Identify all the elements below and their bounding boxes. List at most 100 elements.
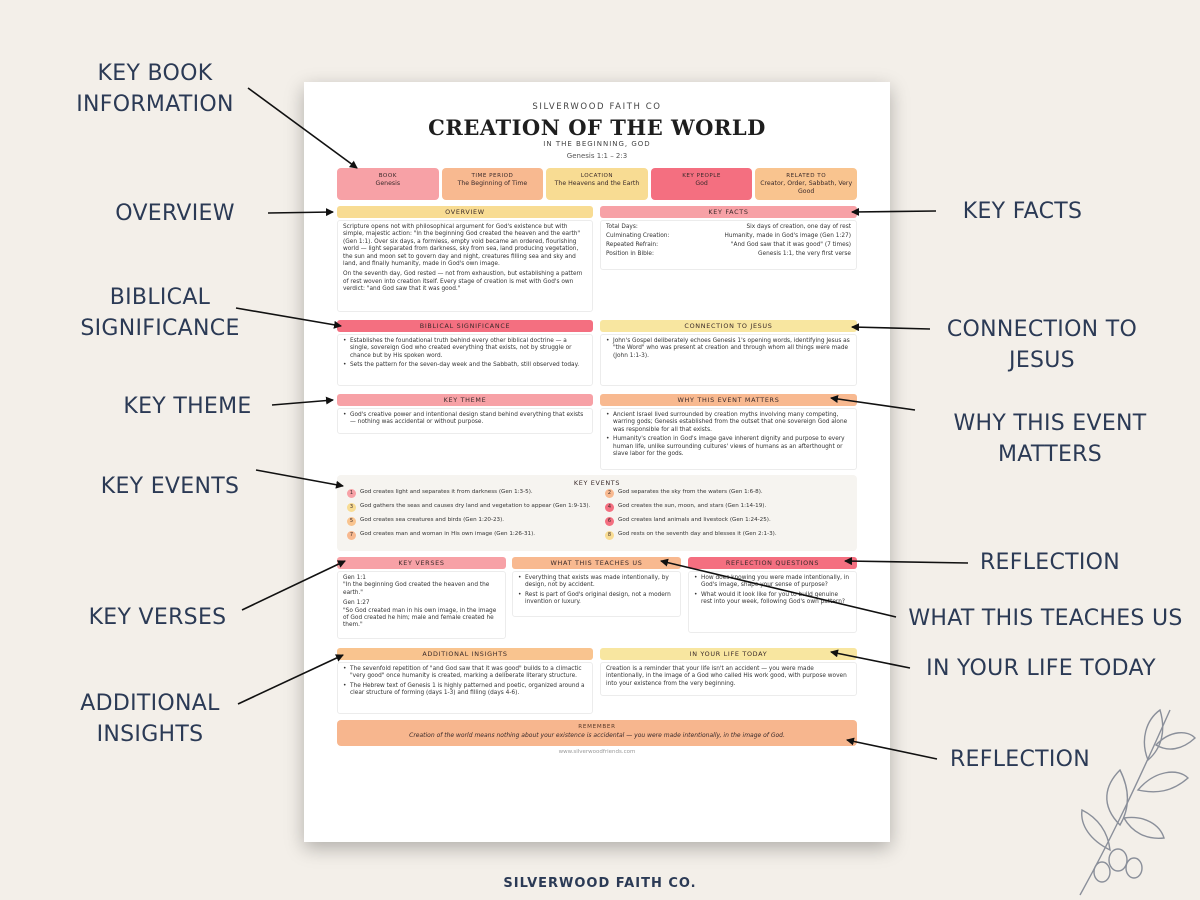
- fact-value: Six days of creation, one day of rest: [746, 224, 851, 230]
- event-item: 5 God creates sea creatures and birds (Ge…: [347, 517, 593, 529]
- event-text: God creates the sun, moon, and stars (Ge…: [618, 503, 767, 509]
- event-item: 1 God creates light and separates it from…: [347, 489, 593, 501]
- event-number: 3: [347, 503, 356, 512]
- list-item: How does knowing you were made intention…: [694, 575, 851, 590]
- event-item: 4 God creates the sun, moon, and stars (G…: [605, 503, 851, 515]
- callout-line: KEY BOOK: [97, 61, 213, 86]
- info-label: BOOK: [378, 173, 397, 179]
- list-item: Establishes the foundational truth behin…: [343, 338, 587, 360]
- info-value: The Beginning of Time: [457, 180, 528, 187]
- event-text: God creates land animals and livestock (…: [618, 517, 771, 523]
- biblical-significance-body: Establishes the foundational truth behin…: [337, 334, 593, 386]
- connection-to-jesus-body: John's Gospel deliberately echoes Genesi…: [600, 334, 857, 386]
- callout-additional-insights: ADDITIONAL INSIGHTS: [60, 688, 240, 750]
- info-box-related-to: RELATED TO Creator, Order, Sabbath, Very…: [755, 168, 857, 200]
- fact-value: Humanity, made in God's image (Gen 1:27): [724, 232, 851, 239]
- callout-line: CONNECTION TO: [946, 317, 1138, 342]
- study-sheet: SILVERWOOD FAITH CO CREATION OF THE WORL…: [304, 82, 890, 842]
- fact-row: Position in Bible:Genesis 1:1, the very …: [606, 251, 851, 258]
- list-item: Humanity's creation in God's image gave …: [606, 436, 851, 458]
- why-event-matters-body: Ancient Israel lived surrounded by creat…: [600, 408, 857, 470]
- key-book-info-row: BOOK Genesis TIME PERIOD The Beginning o…: [337, 168, 857, 200]
- why-event-matters-header: WHY THIS EVENT MATTERS: [600, 394, 857, 406]
- in-your-life-body: Creation is a reminder that your life is…: [600, 662, 857, 696]
- info-value: God: [695, 180, 708, 187]
- event-text: God creates sea creatures and birds (Gen…: [360, 517, 505, 523]
- info-box-key-people: KEY PEOPLE God: [650, 168, 753, 200]
- overview-body: Scripture opens not with philosophical a…: [337, 220, 593, 312]
- event-number: 1: [347, 489, 356, 498]
- key-events-grid: 1 God creates light and separates it from…: [347, 489, 851, 543]
- reflection-questions-body: How does knowing you were made intention…: [688, 571, 857, 633]
- fact-row: Total Days:Six days of creation, one day…: [606, 224, 851, 231]
- list-item: Everything that exists was made intentio…: [518, 575, 675, 590]
- callout-overview: OVERVIEW: [115, 201, 235, 226]
- callout-line: SIGNIFICANCE: [80, 316, 240, 341]
- info-label: KEY PEOPLE: [682, 173, 721, 179]
- event-number: 6: [605, 517, 614, 526]
- what-this-teaches-header: WHAT THIS TEACHES US: [512, 557, 681, 569]
- callout-why-event-matters: WHY THIS EVENT MATTERS: [940, 408, 1160, 470]
- fact-key: Repeated Refrain:: [606, 241, 659, 248]
- fact-value: "And God saw that it was good" (7 times): [730, 241, 851, 248]
- overview-paragraph: Scripture opens not with philosophical a…: [343, 224, 581, 268]
- event-text: God rests on the seventh day and blesses…: [618, 531, 777, 537]
- olive-branch-icon: [1079, 708, 1196, 896]
- sheet-url: www.silverwoodfriends.com: [558, 749, 636, 755]
- info-value: Creator, Order, Sabbath, Very Good: [760, 180, 853, 195]
- info-box-book: BOOK Genesis: [337, 168, 439, 200]
- list-item: What would it look like for you to build…: [694, 592, 851, 607]
- verse-ref: Gen 1:27: [343, 600, 370, 607]
- event-text: God creates light and separates it from …: [360, 489, 533, 495]
- callout-line: INFORMATION: [76, 92, 234, 117]
- callout-line: ADDITIONAL: [80, 691, 220, 716]
- remember-text: Creation of the world means nothing abou…: [409, 732, 785, 739]
- callout-line: JESUS: [1009, 348, 1075, 373]
- overview-header: OVERVIEW: [337, 206, 593, 218]
- callout-biblical-significance: BIBLICAL SIGNIFICANCE: [70, 282, 250, 344]
- remember-label: REMEMBER: [578, 724, 616, 730]
- callout-key-events: KEY EVENTS: [100, 474, 240, 499]
- key-theme-header: KEY THEME: [337, 394, 593, 406]
- fact-row: Repeated Refrain: "And God saw that it wa…: [606, 242, 851, 249]
- event-number: 4: [605, 503, 614, 512]
- callout-key-facts: KEY FACTS: [962, 199, 1083, 224]
- remember-banner: REMEMBER Creation of the world means not…: [337, 720, 857, 746]
- callout-line: WHY THIS EVENT: [953, 411, 1147, 436]
- callout-what-this-teaches-us: WHAT THIS TEACHES US: [908, 606, 1183, 631]
- callout-key-book-information: KEY BOOK INFORMATION: [60, 58, 250, 120]
- additional-insights-body: The sevenfold repetition of "and God saw…: [337, 662, 593, 714]
- list-item: The Hebrew text of Genesis 1 is highly p…: [343, 683, 587, 698]
- in-your-life-text: Creation is a reminder that your life is…: [606, 666, 847, 687]
- callout-line: INSIGHTS: [96, 722, 204, 747]
- event-number: 8: [605, 531, 614, 540]
- info-label: LOCATION: [580, 173, 614, 179]
- list-item: John's Gospel deliberately echoes Genesi…: [606, 338, 851, 360]
- list-item: Rest is part of God's original design, n…: [518, 592, 675, 607]
- info-value: Genesis: [375, 180, 401, 187]
- list-item: Sets the pattern for the seven-day week …: [343, 362, 587, 370]
- callout-reflection-bottom: REFLECTION: [949, 747, 1091, 772]
- event-number: 5: [347, 517, 356, 526]
- connection-to-jesus-header: CONNECTION TO JESUS: [600, 320, 857, 332]
- fact-row: Culminating Creation:Humanity, made in G…: [606, 233, 851, 240]
- verse-text: "So God created man in his own image, in…: [343, 607, 497, 629]
- key-facts-body: Total Days:Six days of creation, one day…: [600, 220, 857, 270]
- event-text: God creates man and woman in His own ima…: [360, 531, 536, 537]
- list-item: Ancient Israel lived surrounded by creat…: [606, 412, 851, 434]
- event-text: God separates the sky from the waters (G…: [618, 489, 763, 495]
- additional-insights-header: ADDITIONAL INSIGHTS: [337, 648, 593, 660]
- sheet-brand: SILVERWOOD FAITH CO: [532, 102, 662, 112]
- callout-key-theme: KEY THEME: [123, 394, 252, 419]
- callout-reflection: REFLECTION: [979, 550, 1121, 575]
- list-item: The sevenfold repetition of "and God saw…: [343, 666, 587, 681]
- fact-key: Position in Bible:: [606, 250, 654, 257]
- sheet-title: CREATION OF THE WORLD: [428, 115, 766, 140]
- event-item: 6 God creates land animals and livestock …: [605, 517, 851, 529]
- event-item: 8 God rests on the seventh day and blesse…: [605, 531, 851, 543]
- key-verses-header: KEY VERSES: [337, 557, 506, 569]
- key-verses-body: Gen 1:1 "In the beginning God created th…: [337, 571, 506, 639]
- callout-in-your-life-today: IN YOUR LIFE TODAY: [926, 656, 1156, 681]
